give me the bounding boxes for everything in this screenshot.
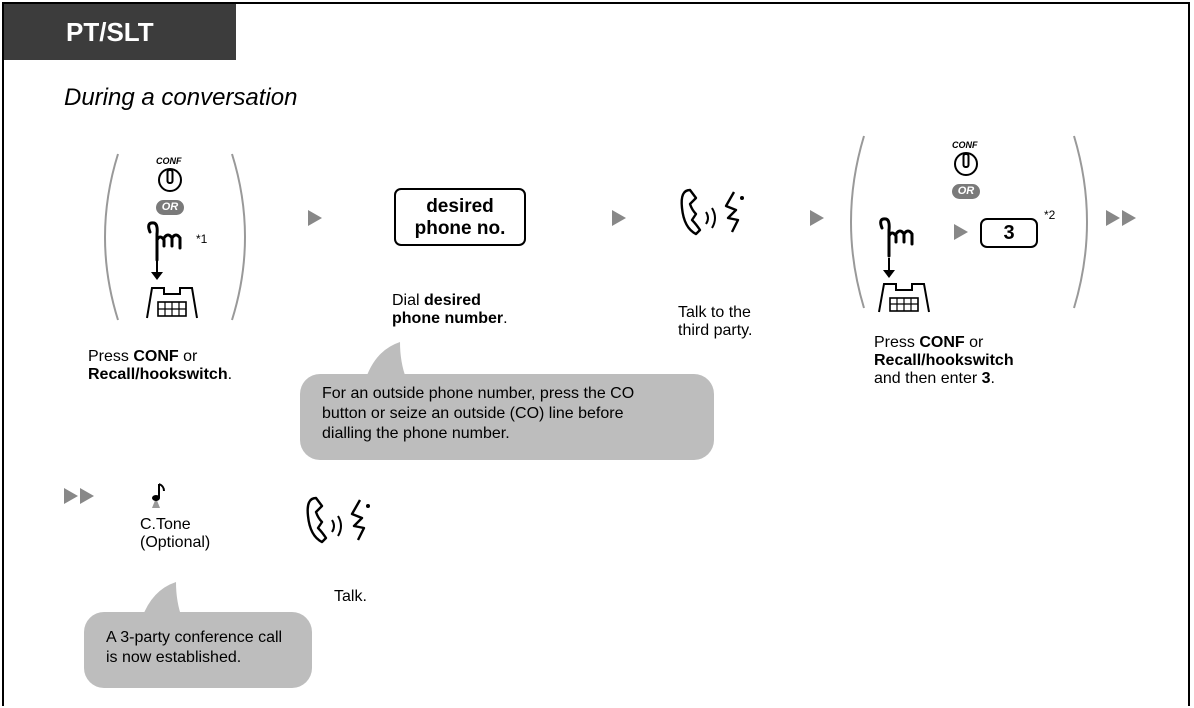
conf-button-icon[interactable]	[157, 167, 183, 193]
step4-group: CONF OR 3 *2	[846, 134, 1096, 314]
down-arrow-icon	[151, 260, 163, 280]
page-title: During a conversation	[64, 84, 298, 111]
note-pointer	[142, 582, 182, 618]
footnote-mark-2: *2	[1044, 208, 1056, 222]
handset-talk-icon	[306, 496, 370, 544]
header-tab: PT/SLT	[4, 4, 236, 60]
conference-established-note: A 3-party conference call is now establi…	[84, 612, 312, 688]
double-arrow-icon	[64, 488, 94, 504]
double-arrow-icon	[1106, 210, 1136, 226]
tone-caption: C.Tone (Optional)	[140, 516, 211, 551]
desired-phone-no-key[interactable]: desired phone no.	[394, 188, 526, 246]
note-pointer	[366, 342, 406, 378]
left-paren-icon	[850, 135, 865, 309]
key-line-2: phone no.	[414, 218, 506, 239]
handset-talk-icon	[680, 188, 744, 236]
right-paren-icon	[231, 153, 246, 321]
talk-caption: Talk.	[334, 588, 367, 605]
outside-number-note: For an outside phone number, press the C…	[300, 374, 714, 460]
telephone-cradle-icon	[878, 283, 930, 313]
arrow-right-icon	[308, 210, 322, 226]
conf-key-label: CONF	[952, 140, 978, 150]
step2-caption: Dial desired phone number.	[392, 292, 508, 327]
telephone-cradle-icon	[146, 287, 198, 319]
music-note-icon	[152, 483, 165, 508]
arrow-right-icon	[612, 210, 626, 226]
left-paren-icon	[104, 153, 119, 321]
digit-3-key[interactable]: 3	[980, 218, 1038, 248]
arrow-right-icon	[810, 210, 824, 226]
or-badge: OR	[156, 200, 184, 215]
step3-caption: Talk to the third party.	[678, 304, 753, 339]
footnote-mark-1: *1	[196, 232, 208, 246]
conf-button-icon[interactable]	[953, 151, 979, 177]
hookswitch-hand-icon	[879, 217, 914, 258]
step1-caption: Press CONF or Recall/hookswitch.	[88, 348, 233, 383]
key-line-1: desired	[426, 196, 494, 217]
step4-caption: Press CONF or Recall/hookswitch and then…	[874, 334, 1014, 387]
or-badge: OR	[952, 184, 980, 199]
right-paren-icon	[1073, 135, 1088, 309]
step1-group: CONF OR *1	[100, 150, 250, 326]
conf-key-label: CONF	[156, 156, 182, 166]
hookswitch-hand-icon	[147, 221, 182, 262]
arrow-right-icon	[954, 224, 968, 240]
down-arrow-icon	[883, 258, 895, 278]
